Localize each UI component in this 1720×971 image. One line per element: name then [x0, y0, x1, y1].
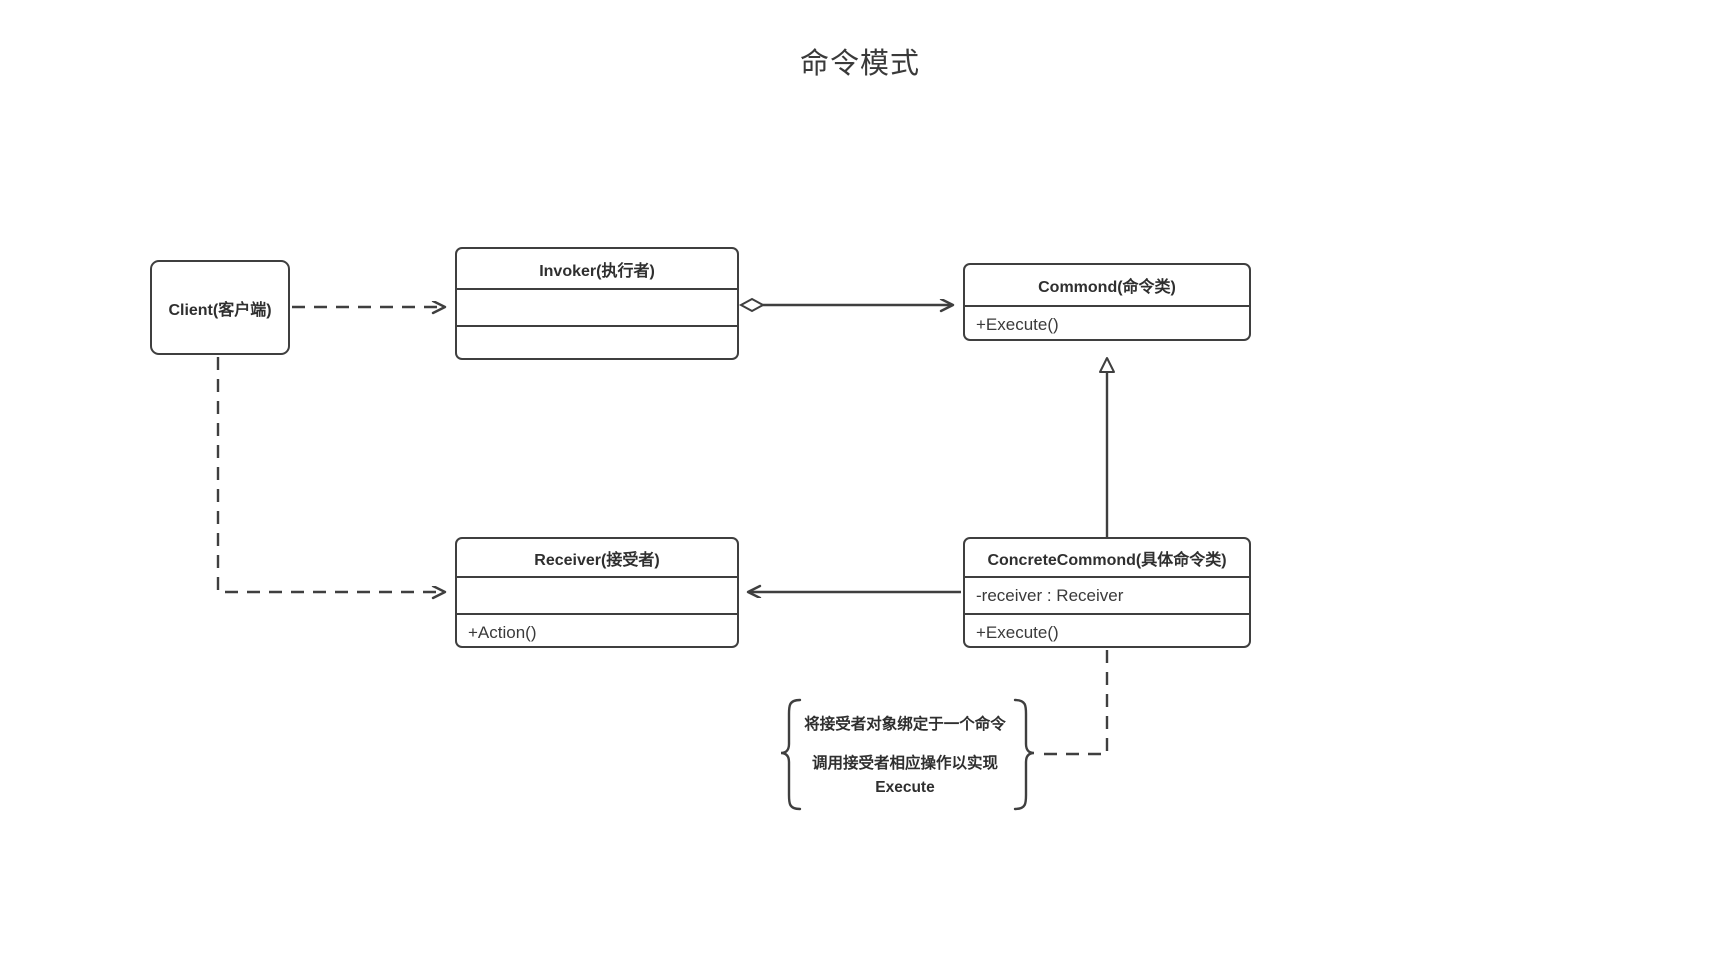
note-line-bind-receiver: 将接受者对象绑定于一个命令 — [804, 716, 1006, 733]
uml-class-receiver[interactable]: Receiver(接受者) +Action() — [455, 537, 739, 648]
uml-class-receiver-operation-action: +Action() — [457, 613, 737, 646]
note-line-invoke-action-text: 调用接受者相应操作以实现 — [811, 755, 998, 772]
uml-class-invoker-operations — [457, 325, 737, 358]
uml-class-concrete-commond[interactable]: ConcreteCommond(具体命令类) -receiver : Recei… — [963, 537, 1251, 648]
uml-class-invoker-title: Invoker(执行者) — [539, 262, 655, 280]
uml-class-receiver-attributes — [457, 576, 737, 613]
uml-class-client[interactable]: Client(客户端) — [150, 260, 290, 355]
uml-class-commond[interactable]: Commond(命令类) +Execute() — [963, 263, 1251, 341]
edge-invoker-to-commond — [738, 297, 953, 313]
uml-class-invoker[interactable]: Invoker(执行者) — [455, 247, 739, 360]
edge-client-to-receiver — [216, 357, 445, 592]
uml-class-client-title: Client(客户端) — [168, 301, 272, 319]
aggregation-diamond — [738, 297, 766, 313]
note-line-invoke-action: 调用接受者相应操作以实现 Execute — [790, 752, 1020, 800]
uml-class-commond-title: Commond(命令类) — [1038, 279, 1176, 296]
uml-class-receiver-title: Receiver(接受者) — [534, 551, 660, 569]
uml-class-concrete-commond-title: ConcreteCommond(具体命令类) — [987, 551, 1227, 569]
uml-class-commond-operation-execute: +Execute() — [965, 305, 1249, 339]
edge-concrete-to-note — [1040, 650, 1109, 756]
page-title: 命令模式 — [799, 48, 920, 80]
uml-class-concrete-commond-operation-execute: +Execute() — [965, 613, 1249, 646]
uml-class-concrete-commond-attribute-receiver: -receiver : Receiver — [965, 576, 1249, 613]
uml-class-invoker-attributes — [457, 288, 737, 325]
note-line-execute-text: Execute — [875, 779, 935, 797]
